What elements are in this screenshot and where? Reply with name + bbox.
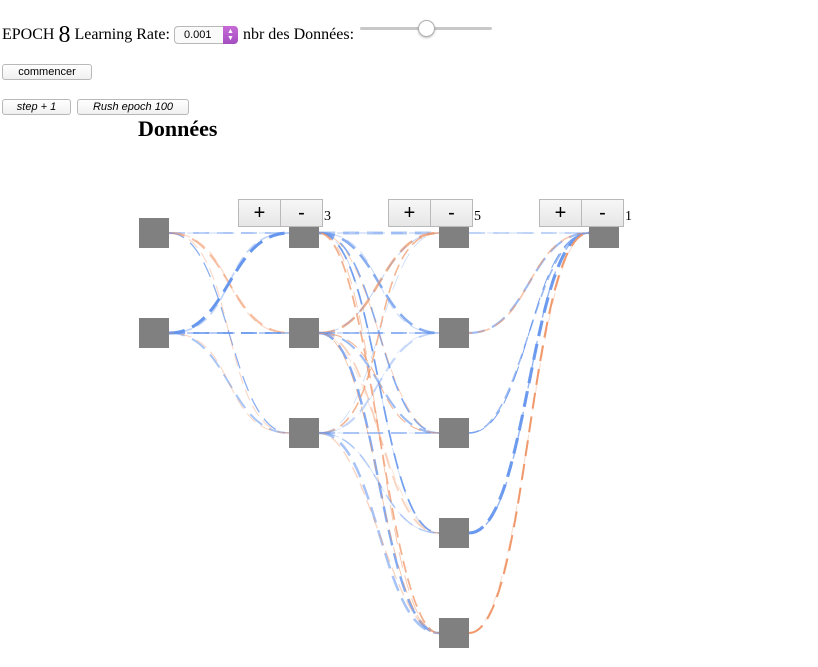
weight-link-l1-2-1 <box>318 332 440 434</box>
data-count-label: nbr des Données: <box>242 26 355 43</box>
weight-link-l1-0-4 <box>318 232 440 634</box>
neuron-l1-2 <box>289 418 319 448</box>
weight-link-back-l2-1-0 <box>468 232 590 334</box>
learning-rate-value: 0.001 <box>183 29 212 41</box>
start-button[interactable]: commencer <box>2 64 92 80</box>
neuron-l0-0 <box>139 218 169 248</box>
layer-3-controls: + - 1 <box>539 199 632 227</box>
weight-link-back-l1-1-3 <box>318 332 440 534</box>
weight-link-back-l1-0-4 <box>318 232 440 634</box>
weight-link-back-l1-2-1 <box>318 332 440 434</box>
weight-link-back-l1-2-4 <box>318 432 440 634</box>
layer-1-remove-neuron-button[interactable]: - <box>280 199 323 227</box>
learning-rate-label: Learning Rate: <box>74 26 170 43</box>
weight-link-back-l1-1-0 <box>318 232 440 334</box>
neuron-l2-4 <box>439 618 469 648</box>
layer-1-controls: + - 3 <box>238 199 331 227</box>
weight-link-l2-2-0 <box>468 232 590 434</box>
weight-link-back-l2-3-0 <box>468 232 590 534</box>
weight-links <box>168 231 590 635</box>
epoch-value: 8 <box>58 22 71 48</box>
weight-link-back-l1-0-2 <box>318 232 440 434</box>
updown-arrows-icon: ▲▼ <box>222 26 238 44</box>
neuron-l1-1 <box>289 318 319 348</box>
layer-1-add-neuron-button[interactable]: + <box>238 199 281 227</box>
layer-1-neuron-count: 3 <box>324 209 331 224</box>
weight-link-back-l0-0-2 <box>168 232 290 434</box>
layer-3-remove-neuron-button[interactable]: - <box>581 199 624 227</box>
layer-3-add-neuron-button[interactable]: + <box>539 199 582 227</box>
learning-rate-select[interactable]: 0.001 ▲▼ <box>173 26 238 44</box>
weight-link-l1-2-0 <box>318 232 440 434</box>
layer-2-remove-neuron-button[interactable]: - <box>430 199 473 227</box>
layer-2-neuron-count: 5 <box>474 209 481 224</box>
weight-link-back-l1-1-2 <box>318 332 440 434</box>
weight-link-l2-4-0 <box>468 231 590 635</box>
weight-link-l0-1-2 <box>168 331 290 435</box>
epoch-label: EPOCH <box>2 26 55 43</box>
neuron-l0-1 <box>139 318 169 348</box>
layer-2-controls: + - 5 <box>388 199 481 227</box>
weight-link-back-l2-4-0 <box>468 232 590 634</box>
weight-link-back-l1-2-3 <box>318 432 440 534</box>
step-button[interactable]: step + 1 <box>2 99 71 115</box>
neuron-l2-1 <box>439 318 469 348</box>
weight-link-back-l1-2-0 <box>318 232 440 434</box>
rush-epoch-button[interactable]: Rush epoch 100 <box>77 99 189 115</box>
control-bar: EPOCH 8 Learning Rate: 0.001 ▲▼ nbr des … <box>2 20 358 50</box>
data-count-slider[interactable] <box>360 18 492 38</box>
weight-link-l1-1-0 <box>318 231 440 335</box>
neuron-l2-3 <box>439 518 469 548</box>
neuron-l2-2 <box>439 418 469 448</box>
weight-link-back-l0-1-0 <box>168 232 290 334</box>
slider-thumb[interactable] <box>418 20 435 37</box>
layer-3-neuron-count: 1 <box>625 209 632 224</box>
layer-2-add-neuron-button[interactable]: + <box>388 199 431 227</box>
page-title: Données <box>138 116 218 141</box>
weight-link-l0-1-0 <box>168 231 290 335</box>
weight-link-l1-2-4 <box>318 431 440 635</box>
weight-link-back-l0-1-2 <box>168 332 290 434</box>
